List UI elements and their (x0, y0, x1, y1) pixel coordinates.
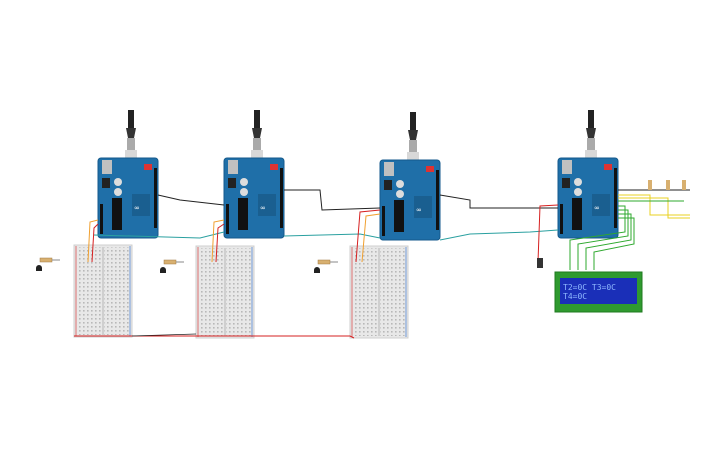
lcd-line-2: T4=0C (563, 292, 587, 301)
temp-sensor-2[interactable] (159, 259, 185, 274)
potentiometer[interactable] (537, 258, 543, 268)
arduino-uno-1[interactable] (97, 109, 159, 239)
wires-black (157, 189, 690, 211)
temp-sensor-3[interactable] (313, 259, 339, 274)
lcd-16x2[interactable]: T2=0C T3=0C T4=0C (554, 271, 643, 313)
breadboard-3[interactable] (349, 245, 409, 339)
arduino-uno-3[interactable] (379, 111, 441, 241)
lcd-wires (569, 205, 635, 270)
lcd-line-1: T2=0C T3=0C (563, 283, 616, 292)
sensor-array[interactable] (618, 180, 690, 219)
wires-power (87, 204, 559, 263)
arduino-uno-2[interactable] (223, 109, 285, 239)
wires-teal (93, 229, 559, 241)
arduino-uno-4[interactable] (557, 109, 619, 239)
breadboard-2[interactable] (195, 245, 255, 339)
breadboard-1[interactable] (73, 244, 133, 338)
temp-sensor-1[interactable] (35, 257, 61, 272)
